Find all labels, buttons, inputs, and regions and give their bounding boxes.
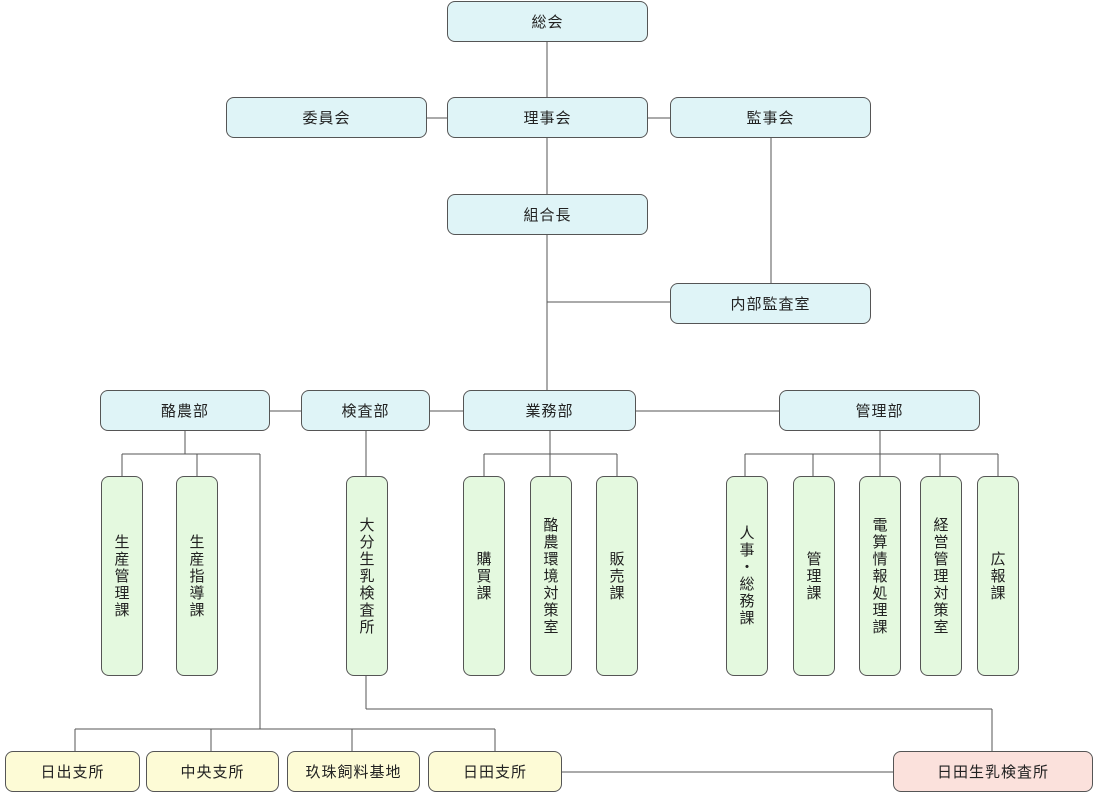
branch-hiji: 日出支所 [5, 751, 140, 792]
section-personnel-general-affairs: 人事・総務課 [726, 476, 768, 676]
board-of-directors-box: 理事会 [447, 97, 648, 138]
section-management: 管理課 [793, 476, 835, 676]
dairy-department-box: 酪農部 [100, 390, 270, 431]
section-production-management: 生産管理課 [101, 476, 143, 676]
committee-box: 委員会 [226, 97, 427, 138]
branch-chuo: 中央支所 [146, 751, 279, 792]
operations-department-box: 業務部 [463, 390, 636, 431]
section-dairy-environment: 酪農環境対策室 [530, 476, 572, 676]
auditors-box: 監事会 [670, 97, 871, 138]
section-purchasing: 購買課 [463, 476, 505, 676]
section-oita-milk-inspection: 大分生乳検査所 [346, 476, 388, 676]
section-business-management: 経営管理対策室 [920, 476, 962, 676]
president-box: 組合長 [447, 194, 648, 235]
inspection-department-box: 検査部 [301, 390, 430, 431]
internal-audit-box: 内部監査室 [670, 283, 871, 324]
section-sales: 販売課 [596, 476, 638, 676]
general-assembly-box: 総会 [447, 1, 648, 42]
section-information-processing: 電算情報処理課 [859, 476, 901, 676]
section-production-guidance: 生産指導課 [176, 476, 218, 676]
section-public-relations: 広報課 [977, 476, 1019, 676]
management-department-box: 管理部 [779, 390, 980, 431]
branch-hita-milk-inspection: 日田生乳検査所 [893, 751, 1093, 792]
branch-hita: 日田支所 [428, 751, 562, 792]
branch-kusu-feed-base: 玖珠飼料基地 [287, 751, 420, 792]
